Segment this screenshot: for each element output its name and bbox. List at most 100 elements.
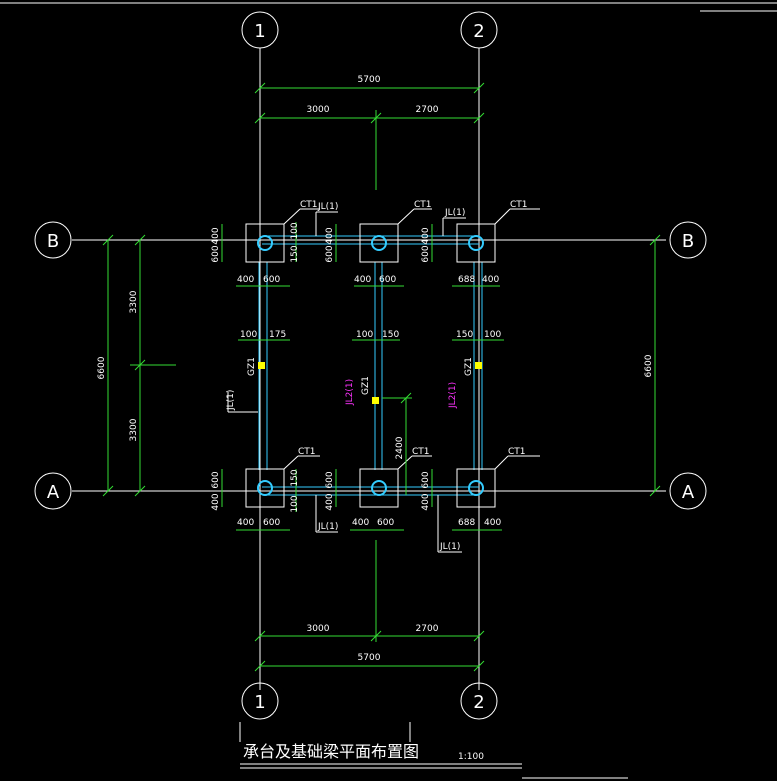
dim-cap-a1-left: 400 bbox=[237, 518, 254, 528]
label-jl1-left-beam: JL(1) bbox=[226, 390, 236, 411]
pile-cap-bmid bbox=[359, 223, 399, 263]
axis-bubble-1-bottom: 1 bbox=[241, 682, 279, 720]
dim-overall-top: 5700 bbox=[358, 75, 381, 85]
axis-label: 1 bbox=[254, 21, 265, 42]
dimension-bottom: 3000 2700 5700 bbox=[254, 540, 485, 672]
axis-bubble-a-left: A bbox=[34, 472, 72, 510]
dim-cap-a1-v-top: 600 bbox=[211, 471, 221, 488]
pile-caps bbox=[245, 223, 496, 508]
label-ct1-a2: CT1 bbox=[508, 447, 526, 457]
dim-span-right-bottom: 2700 bbox=[416, 624, 439, 634]
dim-beam-left-b: 175 bbox=[269, 330, 286, 340]
axis-bubble-1-top: 1 bbox=[241, 11, 279, 49]
dim-span-left-bottom: 3000 bbox=[307, 624, 330, 634]
dim-cap-bmid-v-top: 400 bbox=[325, 227, 335, 244]
dim-cap-a2-v-bottom: 400 bbox=[421, 493, 431, 510]
dim-cap-amid-v-top: 600 bbox=[325, 471, 335, 488]
title-block: 承台及基础梁平面布置图 1:100 bbox=[239, 722, 628, 779]
drawing-scale: 1:100 bbox=[458, 752, 484, 762]
dimension-mid-vertical: 2400 bbox=[382, 392, 412, 495]
axis-bubble-b-right: B bbox=[669, 221, 707, 259]
dim-beam-mid-b: 150 bbox=[382, 330, 399, 340]
dim-cap-b1-offset-bottom: 150 bbox=[290, 245, 300, 262]
dim-cap-b1-offset-top: 100 bbox=[290, 222, 300, 239]
axis-label: A bbox=[47, 482, 60, 503]
dim-overall-left: 6600 bbox=[97, 356, 107, 379]
dim-cap-amid-v-bottom: 400 bbox=[325, 493, 335, 510]
dim-span-left-top: 3000 bbox=[307, 105, 330, 115]
dim-cap-a1-right: 600 bbox=[263, 518, 280, 528]
column-gz1-right bbox=[475, 362, 482, 369]
column-gz1-mid bbox=[372, 397, 379, 404]
column-gz1-left bbox=[258, 362, 265, 369]
label-jl1-top-right: JL(1) bbox=[444, 208, 465, 218]
label-jl1-bottom-right: JL(1) bbox=[439, 542, 460, 552]
dim-span-right-top: 2700 bbox=[416, 105, 439, 115]
dim-cap-a2-right: 400 bbox=[484, 518, 501, 528]
label-ct1-amid: CT1 bbox=[412, 447, 430, 457]
dim-span-bottom-left: 3300 bbox=[129, 418, 139, 441]
label-jl1-bottom-left: JL(1) bbox=[317, 522, 338, 532]
label-gz1-mid: GZ1 bbox=[361, 376, 371, 395]
dim-cap-b1-v-top: 400 bbox=[211, 227, 221, 244]
dim-cap-bmid-right: 600 bbox=[379, 275, 396, 285]
dim-cap-bmid-v-bottom: 600 bbox=[325, 245, 335, 262]
axis-grid-lines bbox=[72, 48, 666, 690]
dim-beam-left-a: 100 bbox=[240, 330, 257, 340]
pile-cap-a1 bbox=[245, 468, 285, 508]
label-jl2-mid: JL2(1) bbox=[345, 379, 355, 406]
dim-cap-b2-v-bottom: 600 bbox=[421, 245, 431, 262]
dim-cap-a2-left: 688 bbox=[458, 518, 475, 528]
label-ct1-b1: CT1 bbox=[300, 200, 318, 210]
dim-cap-b2-v-top: 400 bbox=[421, 227, 431, 244]
dim-cap-b1-v-bottom: 600 bbox=[211, 245, 221, 262]
dim-beam-mid-a: 100 bbox=[356, 330, 373, 340]
dim-cap-b1-right: 600 bbox=[263, 275, 280, 285]
axis-bubble-2-bottom: 2 bbox=[460, 682, 498, 720]
axis-label: 1 bbox=[254, 692, 265, 713]
dimension-right: 6600 bbox=[644, 234, 661, 497]
dim-cap-a2-v-top: 600 bbox=[421, 471, 431, 488]
jl-leaders bbox=[227, 211, 466, 553]
ct1-leaders bbox=[283, 208, 540, 470]
drawing-title: 承台及基础梁平面布置图 bbox=[243, 742, 419, 761]
dim-cap-b1-left: 400 bbox=[237, 275, 254, 285]
dim-cap-a1-offset-top: 150 bbox=[290, 469, 300, 486]
label-gz1-left: GZ1 bbox=[247, 357, 257, 376]
columns-gz1 bbox=[258, 362, 482, 404]
dim-cap-b2-left: 688 bbox=[458, 275, 475, 285]
dim-cap-a1-v-bottom: 400 bbox=[211, 493, 221, 510]
axis-label: 2 bbox=[473, 21, 484, 42]
dim-beam-right-b: 100 bbox=[484, 330, 501, 340]
pile-cap-b2 bbox=[456, 223, 496, 263]
dimension-left: 6600 3300 3300 bbox=[97, 234, 176, 497]
dim-cap-amid-right: 600 bbox=[377, 518, 394, 528]
axis-bubble-b-left: B bbox=[34, 221, 72, 259]
label-ct1-a1: CT1 bbox=[298, 447, 316, 457]
dim-span-top-left: 3300 bbox=[129, 290, 139, 313]
axis-bubble-a-right: A bbox=[669, 472, 707, 510]
dim-2400: 2400 bbox=[395, 436, 405, 459]
dim-cap-a1-offset-bottom: 100 bbox=[290, 495, 300, 512]
label-jl2-right: JL2(1) bbox=[448, 382, 458, 409]
dim-beam-right-a: 150 bbox=[456, 330, 473, 340]
dim-overall-right: 6600 bbox=[644, 354, 654, 377]
cap-dims-top bbox=[221, 222, 500, 287]
dim-cap-b2-right: 400 bbox=[482, 275, 499, 285]
axis-bubble-2-top: 2 bbox=[460, 11, 498, 49]
dim-cap-amid-left: 400 bbox=[352, 518, 369, 528]
cap-dims-bottom bbox=[221, 469, 502, 531]
axis-label: B bbox=[47, 231, 59, 252]
pile-cap-a2 bbox=[456, 468, 496, 508]
label-ct1-bmid: CT1 bbox=[414, 200, 432, 210]
label-jl1-top-left: JL(1) bbox=[317, 202, 338, 212]
dim-overall-bottom: 5700 bbox=[358, 653, 381, 663]
label-ct1-b2: CT1 bbox=[510, 200, 528, 210]
pile-cap-b1 bbox=[245, 223, 285, 263]
dimension-top: 5700 3000 2700 bbox=[254, 75, 485, 190]
axis-label: 2 bbox=[473, 692, 484, 713]
pile-cap-amid bbox=[359, 468, 399, 508]
axis-label: B bbox=[682, 231, 694, 252]
label-gz1-right: GZ1 bbox=[464, 357, 474, 376]
